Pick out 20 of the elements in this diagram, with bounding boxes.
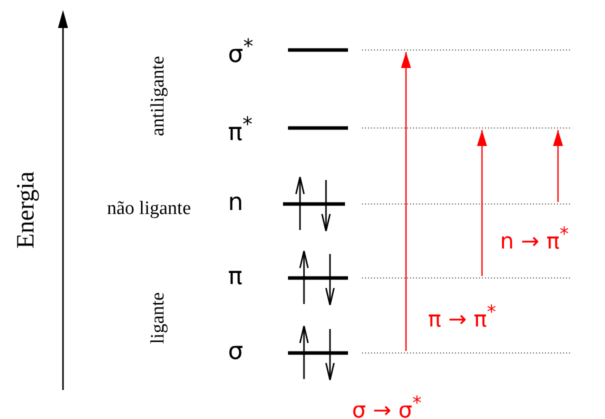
- energy-level-line: [288, 48, 570, 52]
- energy-level-line: [288, 351, 570, 355]
- group-label: ligante: [148, 292, 168, 344]
- transition-arrow: [553, 130, 563, 202]
- group-label: não ligante: [107, 199, 191, 218]
- orbital-symbol: σ$^{*}$: [228, 36, 254, 66]
- orbital-symbol: n: [228, 190, 244, 214]
- orbital-symbol: π: [228, 264, 242, 288]
- energy-level-line: [288, 126, 570, 130]
- energy-level-line: [288, 276, 570, 280]
- transition-label: n → π$^{*}$: [500, 226, 569, 254]
- orbital-symbol: π$^{*}$: [228, 114, 252, 144]
- transition-arrow: [477, 130, 487, 276]
- energy-level-line: [283, 202, 570, 206]
- transition-arrow: [401, 52, 411, 351]
- transition-label: σ → σ$^{*}$: [352, 395, 422, 419]
- transition-label: π → π$^{*}$: [428, 304, 496, 332]
- group-label: antiligante: [148, 56, 168, 136]
- orbital-symbol: σ: [228, 339, 244, 363]
- axis-label: Energia: [14, 171, 38, 249]
